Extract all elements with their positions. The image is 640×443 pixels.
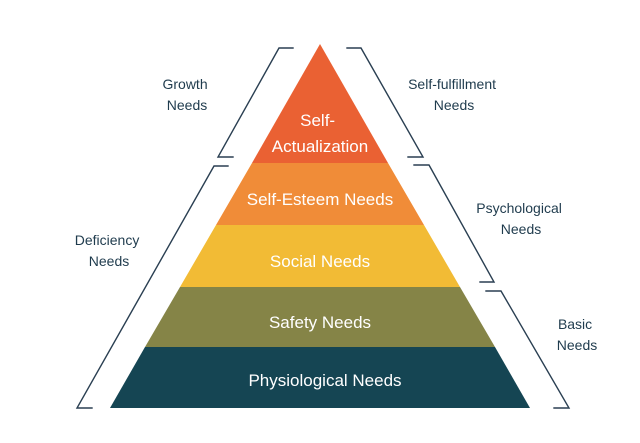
label-deficiency-needs-line1: Deficiency: [75, 232, 140, 248]
tier-label-self-esteem: Self-Esteem Needs: [247, 190, 393, 209]
label-growth-needs-line1: Growth: [162, 76, 207, 92]
tier-label-physiological: Physiological Needs: [248, 371, 401, 390]
label-psychological-needs-line1: Psychological: [476, 200, 562, 216]
tier-social: [180, 225, 460, 287]
label-deficiency-needs-line2: Needs: [89, 253, 129, 269]
label-basic-needs: Basic Needs: [557, 316, 597, 353]
bracket-psychological-needs: [413, 164, 496, 283]
tier-label-self-actualization-line2: Actualization: [272, 137, 368, 156]
tier-self-esteem: [216, 163, 424, 225]
right-side-labels: Self-fulfillment Needs Psychological Nee…: [408, 76, 597, 353]
bracket-deficiency-needs: [75, 165, 229, 409]
tier-label-social: Social Needs: [270, 252, 370, 271]
tier-label-self-actualization: Self- Actualization: [272, 111, 368, 156]
label-basic-needs-line1: Basic: [558, 316, 592, 332]
tier-label-safety: Safety Needs: [269, 313, 371, 332]
label-self-fulfillment-needs-line2: Needs: [434, 97, 474, 113]
tier-label-self-actualization-line1: Self-: [300, 111, 335, 130]
label-self-fulfillment-needs: Self-fulfillment Needs: [408, 76, 500, 113]
label-growth-needs: Growth Needs: [162, 76, 211, 113]
label-psychological-needs-line2: Needs: [501, 221, 541, 237]
bracket-growth-needs: [216, 47, 294, 158]
label-growth-needs-line2: Needs: [167, 97, 207, 113]
tier-safety: [145, 287, 495, 347]
pyramid: [110, 44, 530, 408]
tier-labels: Self- Actualization Self-Esteem Needs So…: [247, 111, 402, 390]
label-self-fulfillment-needs-line1: Self-fulfillment: [408, 76, 496, 92]
bracket-basic-needs: [485, 290, 571, 409]
left-side-labels: Growth Needs Deficiency Needs: [75, 76, 211, 269]
label-basic-needs-line2: Needs: [557, 337, 597, 353]
left-brackets: [75, 47, 294, 409]
label-deficiency-needs: Deficiency Needs: [75, 232, 143, 269]
label-psychological-needs: Psychological Needs: [476, 200, 566, 237]
tier-physiological: [110, 347, 530, 408]
bracket-self-fulfillment-needs: [346, 47, 425, 158]
right-brackets: [346, 47, 571, 409]
tier-self-actualization: [252, 44, 388, 163]
